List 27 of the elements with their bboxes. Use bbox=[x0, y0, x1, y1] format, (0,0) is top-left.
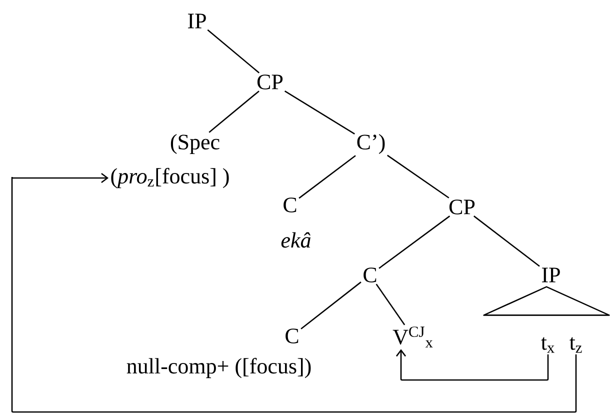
branch-line bbox=[378, 216, 450, 269]
tree-label: C bbox=[284, 198, 296, 212]
branch-line bbox=[208, 90, 260, 133]
tree-label: (pro$_{z}$[focus] ) bbox=[111, 168, 229, 188]
branch-line bbox=[284, 90, 355, 134]
tree-label: CP bbox=[257, 74, 283, 90]
tree-label: (Spec bbox=[170, 134, 220, 154]
node-note: null-comp+ ([focus]) bbox=[126, 358, 311, 378]
branch-line bbox=[376, 284, 406, 326]
tree-label: C bbox=[364, 268, 376, 282]
tree-label: C bbox=[286, 328, 298, 344]
branch-line bbox=[207, 29, 260, 74]
node-note: ekâ bbox=[281, 232, 310, 248]
branch-line bbox=[300, 282, 362, 330]
tree-label: C’) bbox=[357, 134, 385, 154]
tree-label: t$_{z}$ bbox=[570, 337, 582, 353]
movement-arrow bbox=[396, 349, 549, 381]
tree-label: t$_{x}$ bbox=[541, 337, 554, 353]
phrase-triangle bbox=[483, 286, 610, 316]
tree-label: CP bbox=[449, 200, 475, 214]
tree-label: IP bbox=[188, 14, 206, 28]
branch-line bbox=[387, 154, 450, 198]
movement-arrow bbox=[11, 172, 577, 413]
tree-label: IP bbox=[542, 268, 560, 282]
branch-line bbox=[474, 216, 540, 267]
branch-line bbox=[298, 155, 356, 199]
tree-label: V$^{CJ}$x bbox=[392, 326, 433, 348]
